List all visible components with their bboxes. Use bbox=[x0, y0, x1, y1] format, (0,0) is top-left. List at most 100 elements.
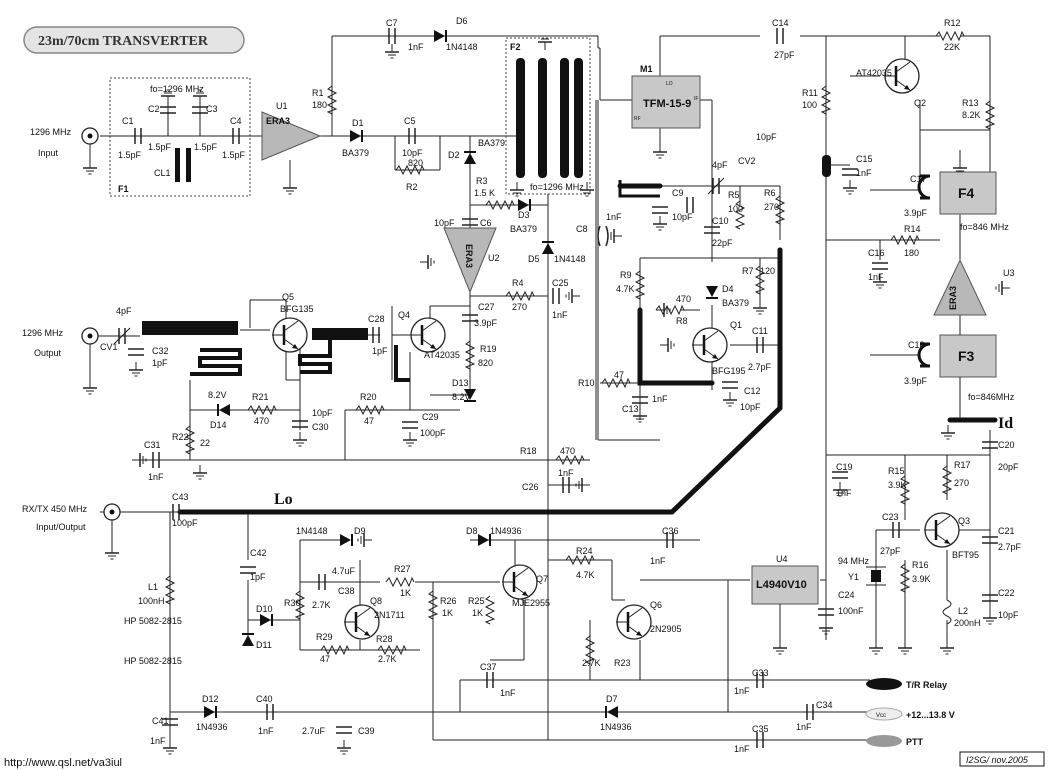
component-label-pf10: 10pF bbox=[756, 132, 777, 142]
component-label-d11: D11 bbox=[256, 640, 272, 650]
component-label-c18v: 3.9pF bbox=[904, 376, 928, 386]
component-label-c3: C3 bbox=[206, 104, 218, 114]
component-label-d5v: 1N4148 bbox=[554, 254, 586, 264]
component-label-c27v: 3.9pF bbox=[474, 318, 498, 328]
component-label-c34v: 1nF bbox=[796, 722, 812, 732]
component-label-q5v: BFG135 bbox=[280, 304, 314, 314]
component-label-r1v: 180 bbox=[312, 100, 327, 110]
component-label-c10v: 22pF bbox=[712, 238, 733, 248]
component-label-r18: R18 bbox=[520, 446, 537, 456]
amplifier-u2: ERA3 U2 bbox=[443, 227, 500, 294]
component-label-c41v: 1nF bbox=[150, 736, 166, 746]
component-label-r9v: 4.7K bbox=[616, 284, 635, 294]
component-label-r15v: 3.9K bbox=[888, 480, 907, 490]
component-label-c33v: 1nF bbox=[734, 686, 750, 696]
component-label-r30v: 2.7K bbox=[312, 600, 331, 610]
f4-freq: fo=846 MHz bbox=[960, 222, 1009, 232]
component-label-d2: D2 bbox=[448, 150, 460, 160]
component-label-c39: C39 bbox=[358, 726, 375, 736]
component-label-r24v: 4.7K bbox=[576, 570, 595, 580]
component-label-q1: Q1 bbox=[730, 320, 742, 330]
component-label-c24: C24 bbox=[838, 590, 855, 600]
component-label-cv2v: 4pF bbox=[712, 160, 728, 170]
component-label-d14: D14 bbox=[210, 420, 227, 430]
component-label-r6: R6 bbox=[764, 188, 776, 198]
f2-freq: fo=1296 MHz bbox=[530, 182, 584, 192]
component-label-hp2: HP 5082-2815 bbox=[124, 656, 182, 666]
svg-text:TFM-15-9: TFM-15-9 bbox=[643, 98, 691, 110]
lo-label: Lo bbox=[274, 491, 293, 508]
component-label-c42v: 1pF bbox=[250, 572, 266, 582]
component-label-c42: C42 bbox=[250, 548, 267, 558]
component-label-c28: C28 bbox=[368, 314, 385, 324]
component-label-c7v: 1nF bbox=[408, 42, 424, 52]
svg-text:ERA3: ERA3 bbox=[464, 244, 474, 268]
component-label-r7: R7 bbox=[742, 266, 754, 276]
component-label-c20: C20 bbox=[998, 440, 1015, 450]
f1-label: F1 bbox=[118, 184, 129, 194]
component-label-c2v: 1.5pF bbox=[148, 142, 172, 152]
svg-text:RF: RF bbox=[634, 116, 641, 122]
component-label-d14v: 8.2V bbox=[208, 390, 227, 400]
component-label-c25v: 1nF bbox=[552, 310, 568, 320]
component-label-c35v: 1nF bbox=[734, 744, 750, 754]
component-label-c29: C29 bbox=[422, 412, 439, 422]
component-label-c34: C34 bbox=[816, 700, 833, 710]
component-label-c21: C21 bbox=[998, 526, 1015, 536]
component-label-c43v: 100pF bbox=[172, 518, 198, 528]
component-label-r23: R23 bbox=[614, 658, 631, 668]
component-label-c7: C7 bbox=[386, 18, 398, 28]
component-label-c21v: 2.7pF bbox=[998, 542, 1022, 552]
component-label-c35: C35 bbox=[752, 724, 769, 734]
component-label-hp1: HP 5082-2815 bbox=[124, 616, 182, 626]
component-label-q3: Q3 bbox=[958, 516, 970, 526]
component-label-r13v: 8.2K bbox=[962, 110, 981, 120]
component-label-r15: R15 bbox=[888, 466, 905, 476]
component-label-q7v: MJE2955 bbox=[512, 598, 550, 608]
component-label-d8: D8 bbox=[466, 526, 478, 536]
svg-text:LO: LO bbox=[666, 81, 673, 87]
svg-text:U1: U1 bbox=[276, 101, 288, 111]
component-label-c43: C43 bbox=[172, 492, 189, 502]
svg-text:1296 MHz: 1296 MHz bbox=[30, 127, 72, 137]
component-label-c38v: 4.7uF bbox=[332, 566, 356, 576]
component-label-d4v: BA379 bbox=[722, 298, 749, 308]
component-label-c28v: 1pF bbox=[372, 346, 388, 356]
svg-text:L4940V10: L4940V10 bbox=[756, 579, 807, 591]
component-label-c39v: 2.7uF bbox=[302, 726, 326, 736]
component-label-c19: C19 bbox=[836, 462, 853, 472]
component-label-q7: Q7 bbox=[536, 574, 548, 584]
component-label-r9: R9 bbox=[620, 270, 632, 280]
component-label-c36: C36 bbox=[662, 526, 679, 536]
component-label-d13v: 8.2V bbox=[452, 392, 471, 402]
svg-text:ERA3: ERA3 bbox=[266, 116, 290, 126]
component-label-d4: D4 bbox=[722, 284, 734, 294]
component-label-cv2: CV2 bbox=[738, 156, 756, 166]
component-label-c41: C41 bbox=[152, 716, 169, 726]
component-label-c40v: 1nF bbox=[258, 726, 274, 736]
component-label-r17v: 270 bbox=[954, 478, 969, 488]
component-label-c33: C33 bbox=[752, 668, 769, 678]
component-label-r21v: 470 bbox=[254, 416, 269, 426]
component-label-r3: R3 bbox=[476, 176, 488, 186]
component-label-r14: R14 bbox=[904, 224, 921, 234]
component-label-r2: R2 bbox=[406, 182, 418, 192]
u4-ref: U4 bbox=[776, 554, 788, 564]
component-label-c13: C13 bbox=[622, 404, 639, 414]
port-labels: 1296 MHz Input 1296 MHz Output RX/TX 450… bbox=[22, 127, 955, 747]
component-label-r5v: 100 bbox=[728, 204, 743, 214]
component-label-r27v: 1K bbox=[400, 588, 411, 598]
component-label-c5v: 10pF bbox=[402, 148, 423, 158]
wires bbox=[88, 35, 998, 741]
component-label-r25v: 1K bbox=[472, 608, 483, 618]
component-label-cv1v: 4pF bbox=[116, 306, 132, 316]
component-label-d7: D7 bbox=[606, 694, 618, 704]
component-label-d9v: 1N4148 bbox=[296, 526, 328, 536]
component-label-c19v: 1nF bbox=[836, 488, 852, 498]
component-label-r8v: 470 bbox=[676, 294, 691, 304]
component-label-y1f: 94 MHz bbox=[838, 556, 870, 566]
component-label-r12v: 22K bbox=[944, 42, 960, 52]
component-label-r23v: 2.7K bbox=[582, 658, 601, 668]
f2-label: F2 bbox=[510, 42, 521, 52]
